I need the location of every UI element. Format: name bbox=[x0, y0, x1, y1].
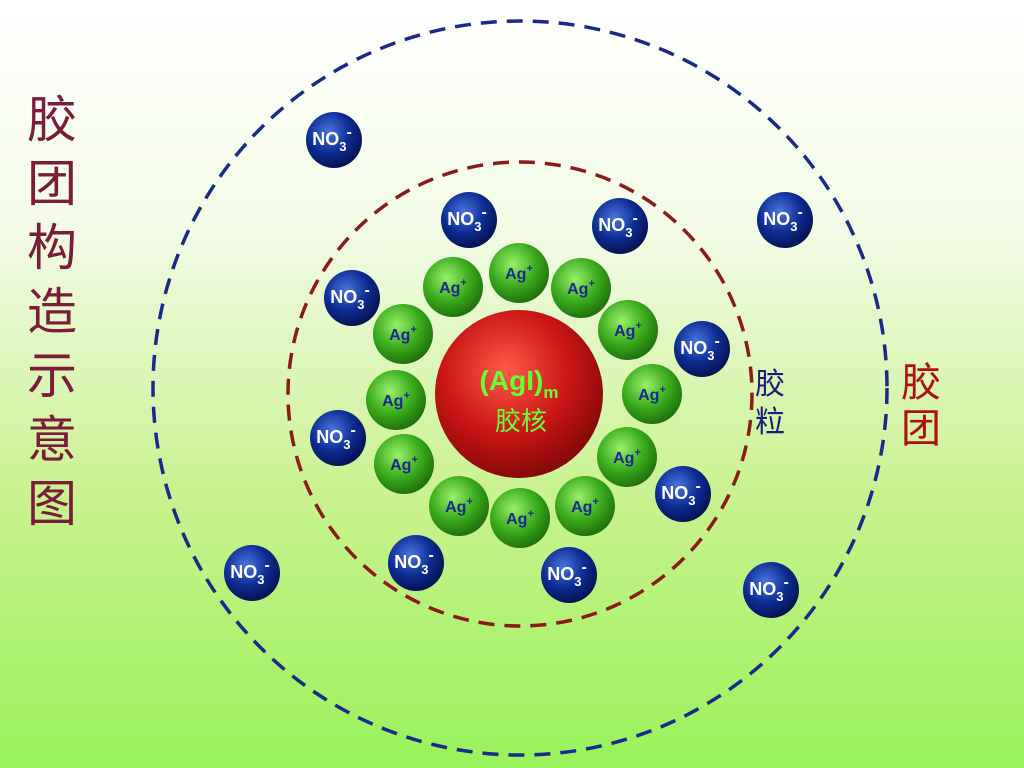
nitrate-ion-label: NO3- bbox=[749, 574, 789, 604]
nitrate-ion-sphere bbox=[655, 466, 711, 522]
nitrate-ion-label: NO3- bbox=[447, 204, 487, 234]
silver-ion-label: Ag+ bbox=[571, 496, 599, 516]
silver-ion-label: Ag+ bbox=[445, 496, 473, 516]
nitrate-ion: NO3- bbox=[441, 192, 497, 248]
silver-ion-label: Ag+ bbox=[389, 324, 417, 344]
nitrate-ion-sphere bbox=[310, 410, 366, 466]
nitrate-ion-label: NO3- bbox=[316, 422, 356, 452]
nitrate-ion: NO3- bbox=[541, 547, 597, 603]
nitrate-ion-sphere bbox=[592, 198, 648, 254]
silver-ion-label: Ag+ bbox=[390, 454, 418, 474]
nitrate-ion-label: NO3- bbox=[598, 210, 638, 240]
nitrate-ion: NO3- bbox=[306, 112, 362, 168]
nitrate-ion-sphere bbox=[743, 562, 799, 618]
nitrate-ion-label: NO3- bbox=[312, 124, 352, 154]
nitrate-ion: NO3- bbox=[743, 562, 799, 618]
silver-ion-sphere bbox=[622, 364, 682, 424]
silver-ion-label: Ag+ bbox=[439, 277, 467, 297]
silver-ion-sphere bbox=[366, 370, 426, 430]
silver-ion: Ag+ bbox=[423, 257, 483, 317]
ions-layer: Ag+ Ag+ Ag+ Ag+ Ag+ Ag+ Ag+ Ag+ Ag+ Ag+ Ag+ Ag+ NO3-… bbox=[224, 112, 813, 618]
silver-ion-label: Ag+ bbox=[567, 278, 595, 298]
silver-ion-sphere bbox=[489, 243, 549, 303]
core-formula-main: (AgI) bbox=[480, 365, 544, 396]
silver-ion-sphere bbox=[490, 488, 550, 548]
micelle-label: 胶团 bbox=[901, 360, 941, 452]
nitrate-ion-label: NO3- bbox=[230, 557, 270, 587]
nitrate-ion: NO3- bbox=[757, 192, 813, 248]
colloidal-particle-boundary bbox=[286, 160, 754, 628]
silver-ion: Ag+ bbox=[373, 304, 433, 364]
nitrate-ion-sphere bbox=[441, 192, 497, 248]
nitrate-ion: NO3- bbox=[388, 535, 444, 591]
nitrate-ion: NO3- bbox=[674, 321, 730, 377]
silver-ion: Ag+ bbox=[429, 476, 489, 536]
colloidal-particle-label: 胶粒 bbox=[755, 367, 785, 440]
silver-ion: Ag+ bbox=[551, 258, 611, 318]
nitrate-ion: NO3- bbox=[592, 198, 648, 254]
nitrate-ion-label: NO3- bbox=[330, 282, 370, 312]
core-formula-subscript: m bbox=[543, 383, 558, 402]
core-sphere bbox=[435, 310, 603, 478]
silver-ion-sphere bbox=[551, 258, 611, 318]
silver-ion-sphere bbox=[373, 304, 433, 364]
nitrate-ion-sphere bbox=[541, 547, 597, 603]
colloid-core: (AgI)m 胶核 bbox=[435, 310, 603, 478]
silver-ion-label: Ag+ bbox=[614, 320, 642, 340]
silver-ion-sphere bbox=[555, 476, 615, 536]
nitrate-ion: NO3- bbox=[310, 410, 366, 466]
silver-ion: Ag+ bbox=[374, 434, 434, 494]
micelle-boundary bbox=[151, 19, 889, 757]
silver-ion-sphere bbox=[429, 476, 489, 536]
nitrate-ion-label: NO3- bbox=[547, 559, 587, 589]
nitrate-ion-label: NO3- bbox=[763, 204, 803, 234]
nitrate-ion-sphere bbox=[306, 112, 362, 168]
nitrate-ion: NO3- bbox=[324, 270, 380, 326]
nitrate-ion: NO3- bbox=[655, 466, 711, 522]
silver-ion: Ag+ bbox=[366, 370, 426, 430]
core-label: 胶核 bbox=[495, 407, 547, 437]
silver-ion-sphere bbox=[598, 300, 658, 360]
silver-ion-label: Ag+ bbox=[382, 390, 410, 410]
nitrate-ion-sphere bbox=[674, 321, 730, 377]
nitrate-ion-label: NO3- bbox=[394, 547, 434, 577]
nitrate-ion-sphere bbox=[388, 535, 444, 591]
silver-ion-label: Ag+ bbox=[638, 384, 666, 404]
nitrate-ion: NO3- bbox=[224, 545, 280, 601]
silver-ion-sphere bbox=[423, 257, 483, 317]
silver-ion: Ag+ bbox=[489, 243, 549, 303]
silver-ion: Ag+ bbox=[490, 488, 550, 548]
silver-ion: Ag+ bbox=[598, 300, 658, 360]
nitrate-ion-label: NO3- bbox=[680, 333, 720, 363]
silver-ion: Ag+ bbox=[597, 427, 657, 487]
silver-ion: Ag+ bbox=[622, 364, 682, 424]
nitrate-ion-sphere bbox=[324, 270, 380, 326]
silver-ion: Ag+ bbox=[555, 476, 615, 536]
silver-ion-label: Ag+ bbox=[505, 263, 533, 283]
diagram-title: 胶团构造示意图 bbox=[27, 91, 77, 533]
silver-ion-label: Ag+ bbox=[613, 447, 641, 467]
nitrate-ion-sphere bbox=[757, 192, 813, 248]
nitrate-ion-sphere bbox=[224, 545, 280, 601]
nitrate-ion-label: NO3- bbox=[661, 478, 701, 508]
silver-ion-label: Ag+ bbox=[506, 508, 534, 528]
silver-ion-sphere bbox=[374, 434, 434, 494]
silver-ion-sphere bbox=[597, 427, 657, 487]
core-formula: (AgI)m bbox=[480, 365, 559, 402]
